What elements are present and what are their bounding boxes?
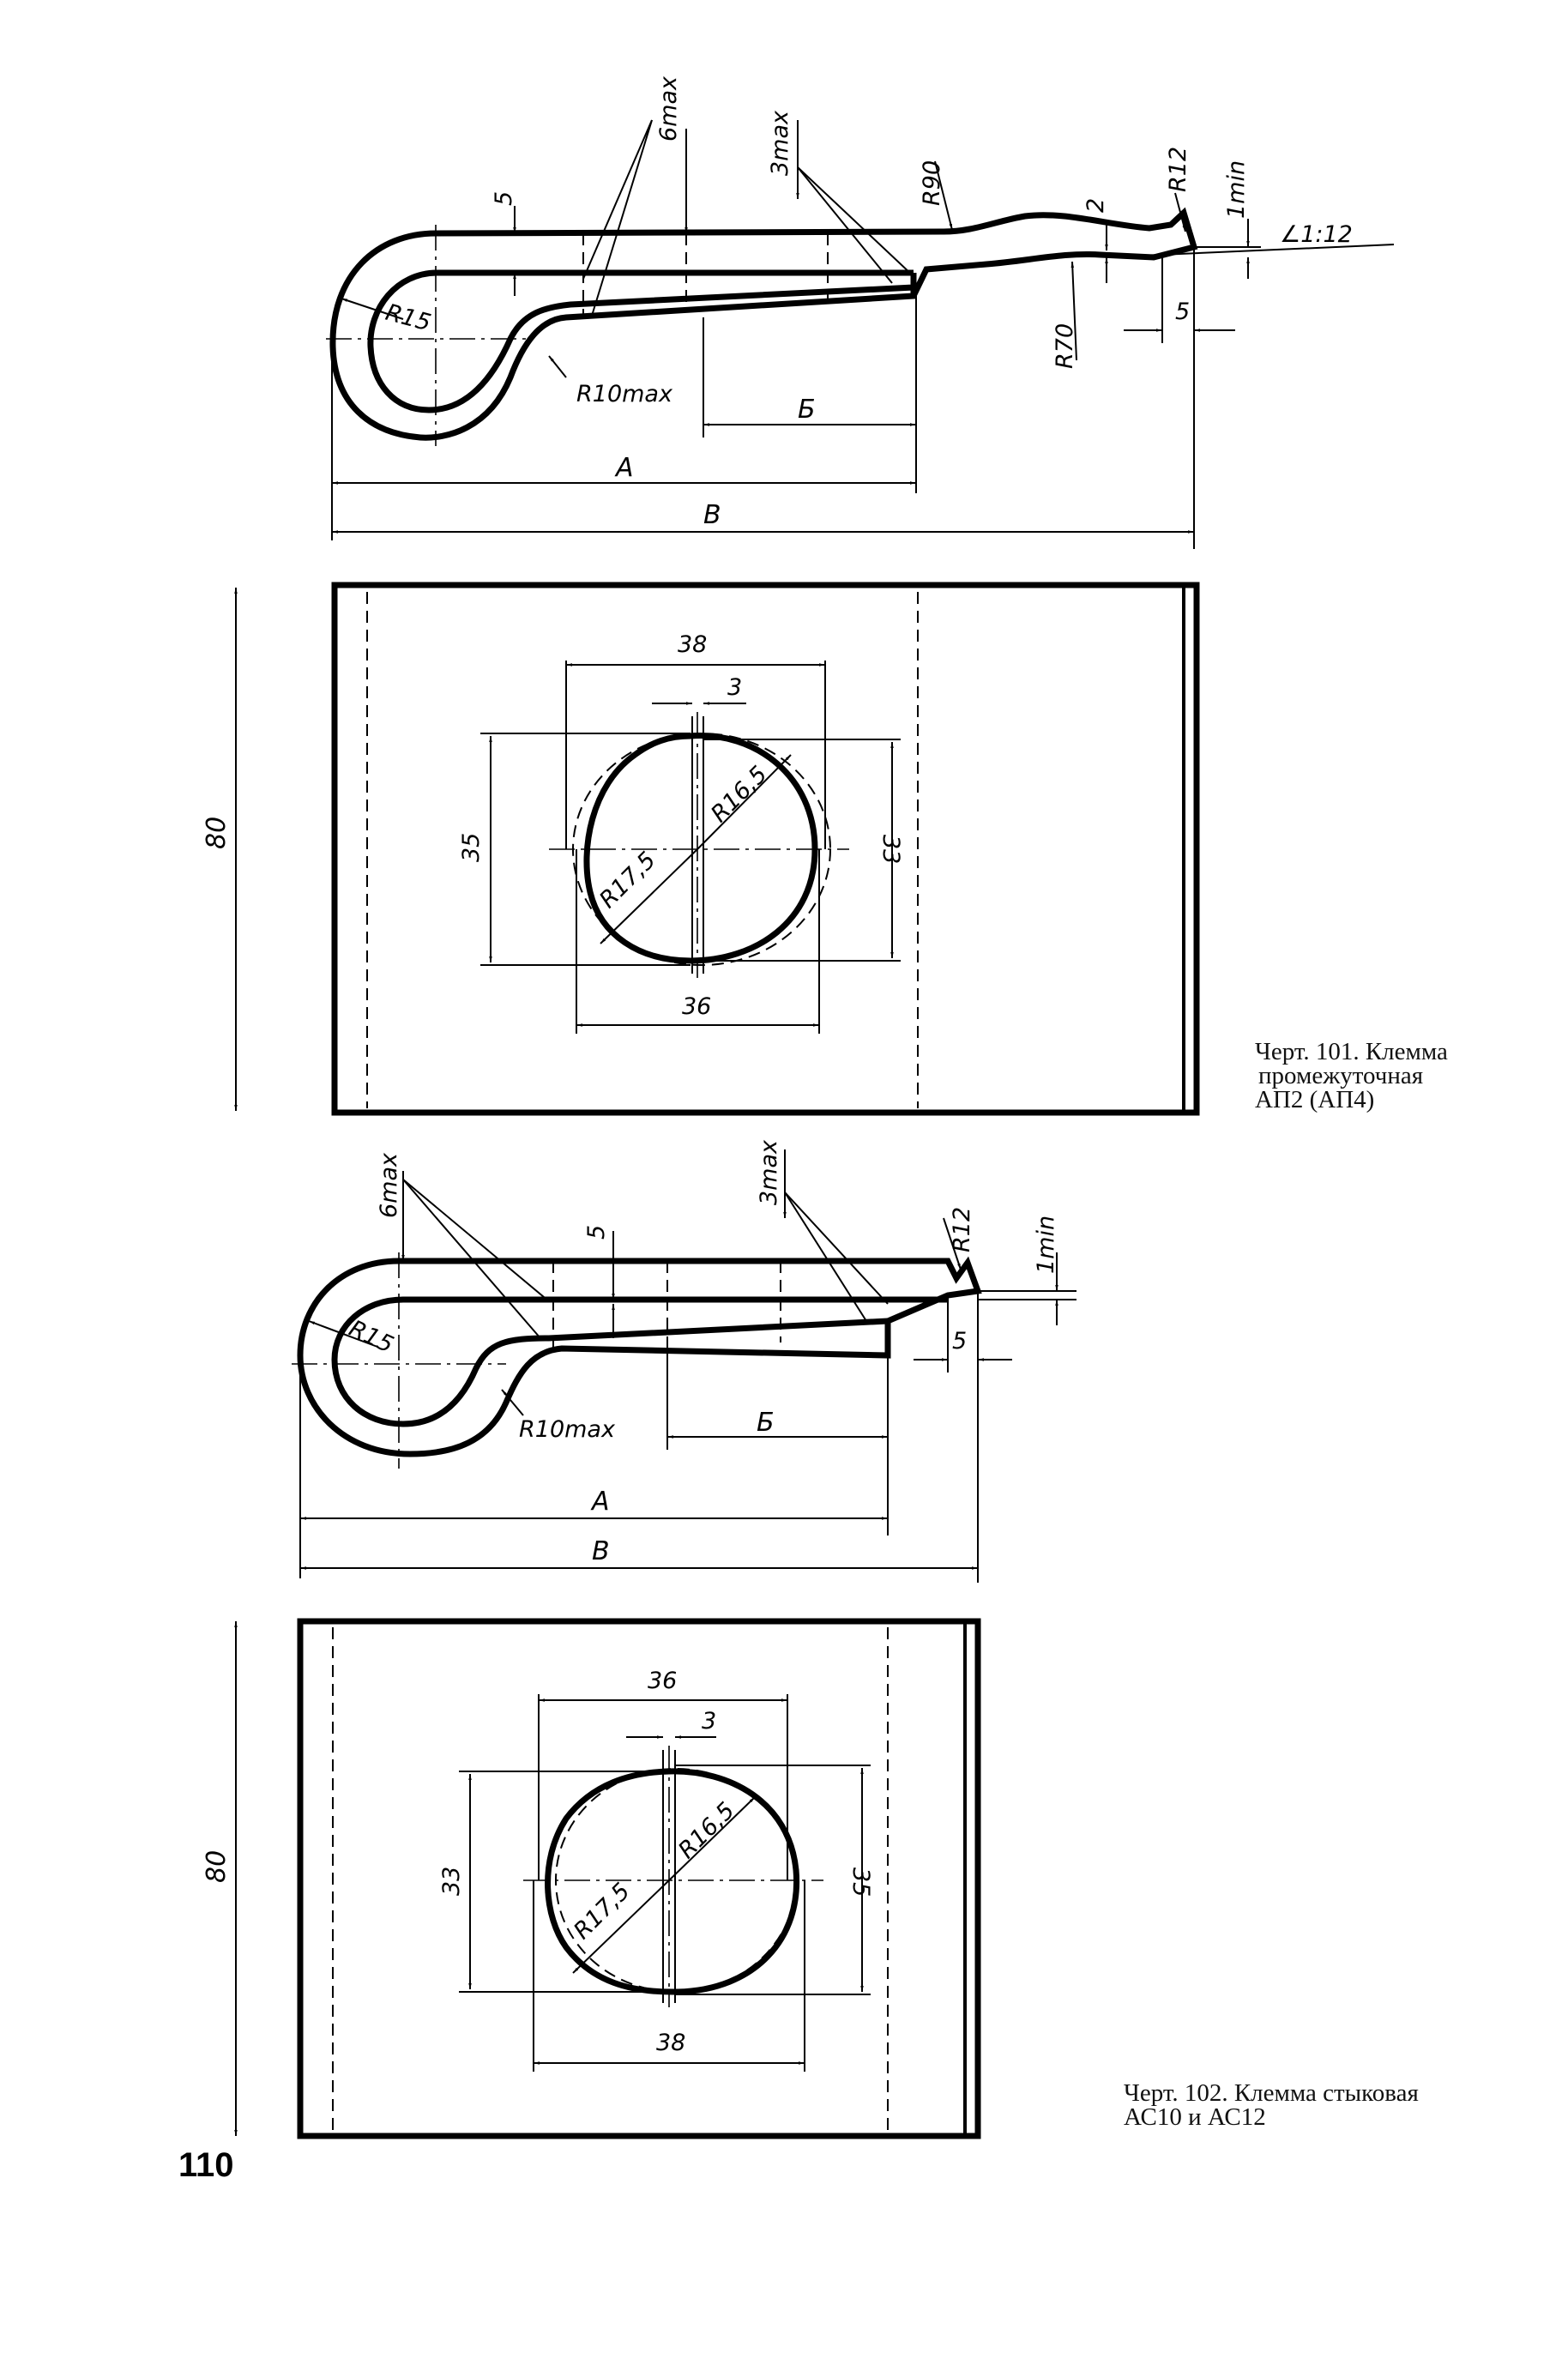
fig101-r90-leader <box>934 160 953 231</box>
fig102-6max-leader-2 <box>402 1179 541 1339</box>
fig101-caption-line-2: промежуточная <box>1258 1062 1424 1089</box>
fig101-profile-view: 5 6max 3max R90 2 R12 1min ∠1:12 R15 <box>326 75 1395 549</box>
fig101-dim5b-label: 5 <box>1175 299 1190 325</box>
fig102-3max-leader-2 <box>784 1192 867 1322</box>
fig102-6max-leader-1 <box>402 1179 550 1302</box>
fig101-hole <box>583 733 818 964</box>
fig102-clamp-inner <box>331 1296 948 1427</box>
fig101-36-label: 36 <box>682 993 711 1020</box>
fig102-r15-label: R15 <box>345 1315 397 1359</box>
fig101-1min-label: 1min <box>1223 160 1250 219</box>
fig101-clamp-outline <box>329 207 1198 441</box>
fig102-b-label: Б <box>757 1408 775 1438</box>
fig102-r10max-leader <box>501 1389 524 1416</box>
fig101-r12-label: R12 <box>1165 147 1191 192</box>
fig101-r70-leader <box>1070 261 1077 361</box>
fig102-r15-leader <box>308 1320 378 1348</box>
fig101-height-label: 80 <box>202 817 232 849</box>
fig102-r12-label: R12 <box>949 1207 975 1252</box>
fig102-hole <box>545 1768 800 1995</box>
fig101-plate-outline <box>331 582 1200 1116</box>
fig101-3max-leader-1 <box>797 166 914 277</box>
fig101-slot-label: 3 <box>727 674 742 701</box>
fig102-35-label: 35 <box>847 1867 874 1897</box>
fig102-caption-line-2: АС10 и АС12 <box>1124 2103 1266 2131</box>
fig102-slot-label: 3 <box>702 1708 716 1735</box>
fig102-height-label: 80 <box>202 1850 232 1883</box>
fig101-r90-label: R90 <box>919 160 945 206</box>
fig101-taper-line <box>1140 244 1395 256</box>
fig101-r165-leader <box>697 754 792 850</box>
fig101-a-label: А <box>614 453 634 483</box>
fig101-caption-line-1: Черт. 101. Клемма <box>1255 1038 1448 1065</box>
fig101-35-label: 35 <box>458 833 485 862</box>
fig102-caption: Черт. 102. Клемма стыковая АС10 и АС12 <box>1124 2079 1419 2131</box>
fig102-dim5-label: 5 <box>583 1225 610 1240</box>
fig102-1min-label: 1min <box>1033 1216 1059 1274</box>
fig101-r175-label: R17,5 <box>594 847 661 914</box>
fig102-clamp-outline <box>297 1256 982 1457</box>
fig102-33-label: 33 <box>438 1867 465 1896</box>
fig102-profile-view: 6max 5 3max R12 1min R15 R10max 5 <box>292 1139 1076 1583</box>
fig101-caption: Черт. 101. Клемма промежуточная АП2 (АП4… <box>1255 1038 1448 1113</box>
fig101-6max-leader-1 <box>582 119 653 280</box>
fig101-r15-label: R15 <box>383 299 433 337</box>
fig102-a-label: А <box>590 1487 610 1517</box>
fig102-6max-label: 6max <box>376 1152 402 1218</box>
fig101-plan-view: 80 38 3 35 33 R17,5 R16,5 36 <box>202 582 1200 1116</box>
fig101-r175-leader <box>600 848 698 944</box>
fig102-r165-label: R16,5 <box>673 1797 740 1864</box>
fig101-v-label: В <box>703 500 721 530</box>
fig101-r70-label: R70 <box>1052 323 1078 369</box>
fig101-b-label: Б <box>798 395 816 425</box>
page-number: 110 <box>178 2146 234 2184</box>
fig101-38-label: 38 <box>678 631 707 658</box>
fig101-r165-label: R16,5 <box>706 761 773 828</box>
fig102-caption-line-1: Черт. 102. Клемма стыковая <box>1124 2079 1419 2107</box>
fig101-33-label: 33 <box>877 835 904 864</box>
fig101-3max-label: 3max <box>767 110 793 176</box>
fig101-dim2-label: 2 <box>1083 198 1109 213</box>
fig101-6max-leader-2 <box>591 119 653 317</box>
fig102-3max-label: 3max <box>756 1139 782 1205</box>
fig101-r10max-leader <box>548 355 567 378</box>
fig102-r10max-label: R10max <box>519 1416 616 1443</box>
fig102-r175-leader <box>572 1879 670 1974</box>
fig102-36-label: 36 <box>648 1668 677 1694</box>
fig101-taper-label: ∠1:12 <box>1280 221 1353 248</box>
fig102-v-label: В <box>592 1536 610 1566</box>
fig101-dim5-label: 5 <box>491 191 517 206</box>
fig102-r12-leader <box>943 1217 962 1270</box>
fig102-r175-label: R17,5 <box>569 1878 636 1945</box>
fig101-r15-leader <box>341 298 404 320</box>
fig101-r12-leader <box>1174 192 1186 232</box>
fig101-clamp-inner <box>367 269 917 413</box>
fig102-r165-leader <box>668 1796 756 1881</box>
fig101-3max-leader-2 <box>797 166 893 284</box>
fig102-plate-outline <box>297 1618 981 2139</box>
fig101-6max-label: 6max <box>655 75 682 142</box>
fig102-38-label: 38 <box>656 2030 685 2056</box>
fig101-caption-line-3: АП2 (АП4) <box>1255 1086 1375 1113</box>
fig101-r10max-label: R10max <box>576 381 673 407</box>
fig102-3max-leader-1 <box>784 1192 889 1305</box>
fig102-plan-view: 80 36 3 33 35 R17,5 R16,5 38 <box>202 1618 981 2139</box>
fig102-dim5b-label: 5 <box>952 1328 967 1354</box>
